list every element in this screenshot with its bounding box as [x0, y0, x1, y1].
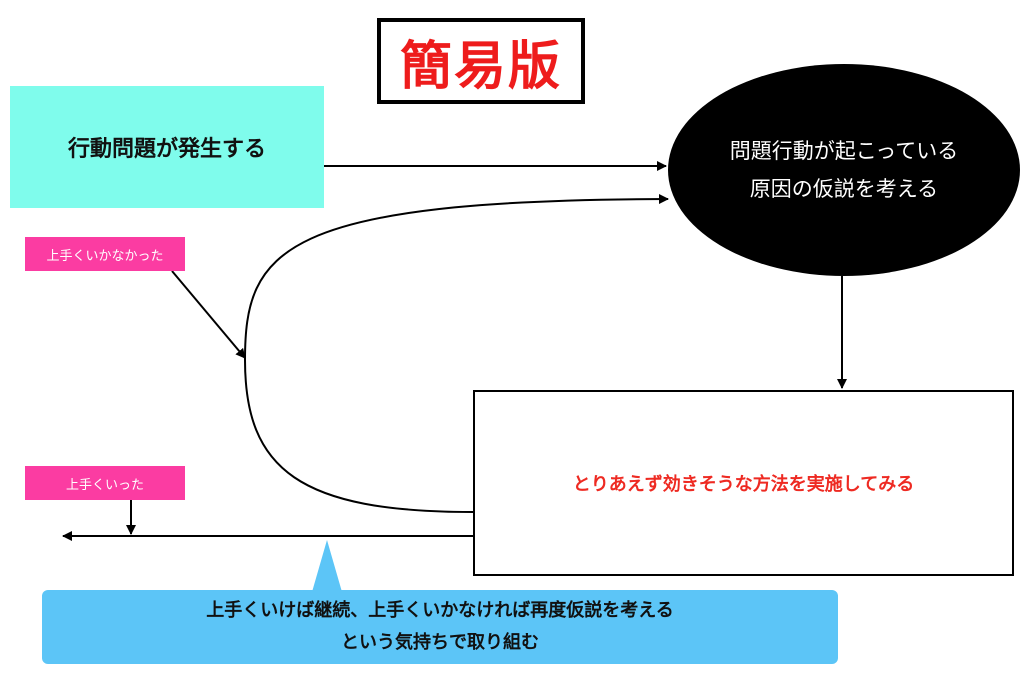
node-hypothesis-label: 問題行動が起こっている 原因の仮説を考える — [729, 139, 959, 201]
node-try-action-label: とりあえず効きそうな方法を実施してみる — [572, 474, 915, 495]
arrow-loop-back-to-hypothesis — [243, 194, 669, 513]
arrow-fail-tag-pointer — [171, 270, 246, 359]
node-problem-occurs: 行動問題が発生する — [10, 86, 324, 208]
tag-did-not-work: 上手くいかなかった — [25, 237, 185, 271]
title-box: 簡易版 — [377, 18, 585, 104]
callout-line-1: 上手くいけば継続、上手くいかなければ再度仮説を考える — [206, 600, 674, 621]
node-hypothesis: 問題行動が起こっている 原因の仮説を考える — [668, 64, 1020, 276]
node-try-action: とりあえず効きそうな方法を実施してみる — [473, 390, 1014, 576]
callout-pointer — [312, 540, 342, 592]
tag-worked: 上手くいった — [25, 466, 185, 500]
callout-line-2: という気持ちで取り組む — [341, 632, 539, 653]
callout-note: 上手くいけば継続、上手くいかなければ再度仮説を考える という気持ちで取り組む — [42, 590, 838, 664]
diagram-title: 簡易版 — [399, 36, 562, 97]
